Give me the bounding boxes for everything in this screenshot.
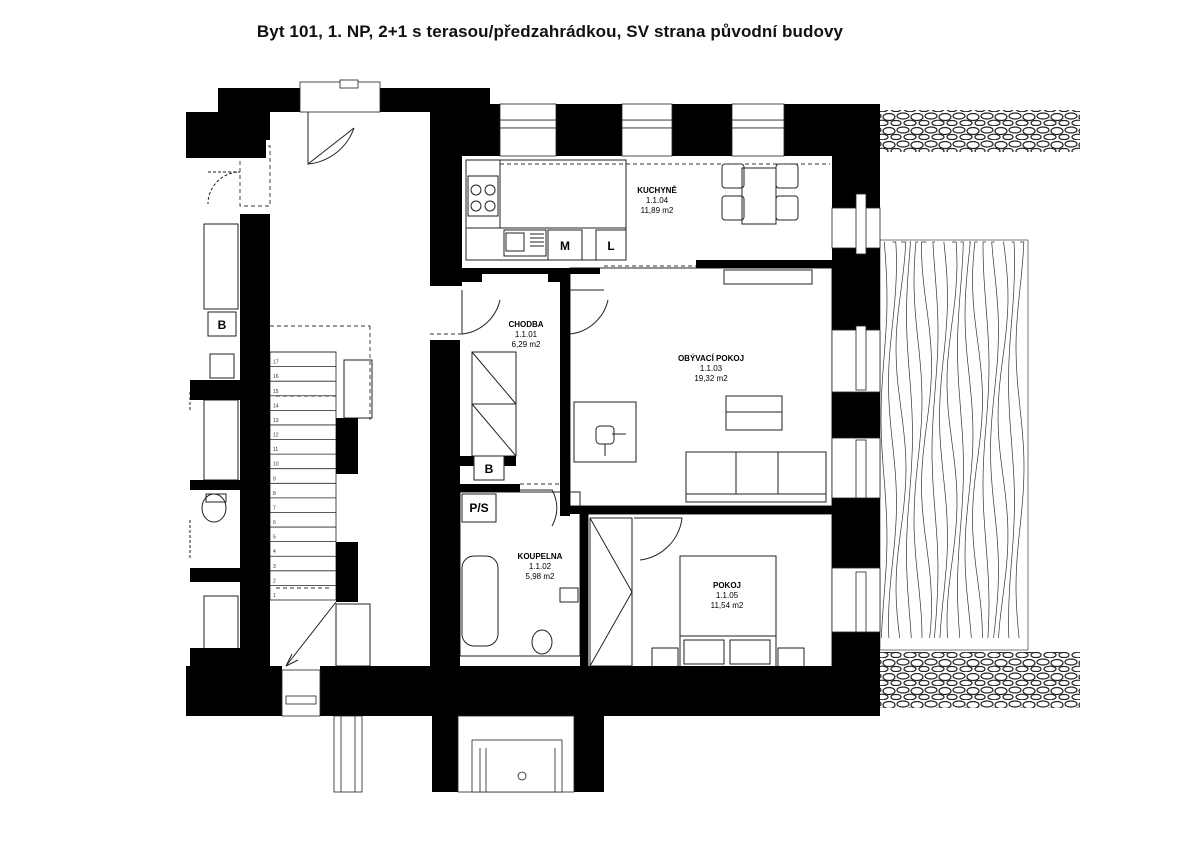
stair-step-number: 2 [273, 578, 276, 584]
wood-grain-line [1008, 241, 1015, 639]
room-code: 1.1.03 [700, 364, 723, 373]
stair-step-number: 11 [273, 447, 278, 453]
room-name: POKOJ [713, 581, 741, 590]
room-area: 19,32 m2 [694, 374, 728, 383]
dashed-outlines [239, 145, 830, 589]
stone-paving-bottom [880, 652, 1080, 708]
room-area: 5,98 m2 [526, 572, 555, 581]
room-code: 1.1.04 [646, 196, 669, 205]
tag-boxes [207, 229, 627, 523]
stair-step-number: 12 [273, 433, 279, 439]
wood-grain-line [906, 241, 913, 639]
door-swings [189, 110, 683, 561]
wood-grain-line [895, 241, 907, 639]
stair-step-number: 6 [273, 520, 276, 526]
stair-step-number: 9 [273, 476, 276, 482]
tag-ps: P/S [469, 501, 488, 515]
room-area: 11,89 m2 [641, 206, 674, 215]
stair-step-number: 16 [273, 374, 279, 380]
lift-details [340, 716, 556, 792]
stair-step-number: 10 [273, 462, 279, 468]
wood-grain-line [888, 241, 897, 639]
room-code: 1.1.05 [716, 591, 739, 600]
stair-step-number: 13 [273, 418, 279, 424]
wood-grain-line [990, 241, 999, 639]
wood-grain-line [1015, 241, 1025, 639]
wood-grain-line [946, 241, 958, 639]
wood-grain-line [982, 241, 990, 639]
wood-grain-line [939, 241, 948, 639]
stair-step-number: 4 [273, 549, 276, 555]
tag-m: M [560, 239, 570, 253]
room-area: 11,54 m2 [711, 601, 744, 610]
room-name: CHODBA [508, 320, 543, 329]
room-chodba: CHODBA 1.1.01 6,29 m2 [508, 320, 543, 349]
stair-outline [269, 351, 337, 601]
plan-title: Byt 101, 1. NP, 2+1 s terasou/předzahrád… [256, 22, 844, 41]
room-obyvaci-pokoj: OBÝVACÍ POKOJ 1.1.03 19,32 m2 [678, 354, 744, 383]
wood-grain-line [880, 241, 888, 639]
room-code: 1.1.02 [529, 562, 552, 571]
office-chair [595, 425, 626, 456]
stair-step-number: 3 [273, 564, 276, 570]
room-name: OBÝVACÍ POKOJ [678, 354, 744, 363]
cooktop [467, 175, 499, 217]
room-name: KOUPELNA [518, 552, 563, 561]
stone-paving-top [880, 110, 1080, 152]
tag-b-stair: B [218, 318, 227, 332]
stair-step-number: 1 [273, 593, 276, 599]
terrace-deck [879, 239, 1029, 651]
stair-step-number: 5 [273, 535, 276, 541]
stair-step-number: 17 [273, 360, 279, 366]
wood-grain-line [997, 241, 1009, 639]
room-code: 1.1.01 [515, 330, 538, 339]
tag-b-hall: B [485, 462, 494, 476]
wood-grain-line [972, 241, 983, 639]
tag-l: L [607, 239, 614, 253]
walls [186, 88, 880, 792]
room-name: KUCHYNĚ [637, 186, 677, 195]
windows [281, 79, 881, 793]
wood-grain-line [964, 241, 974, 639]
stair-step-number: 7 [273, 505, 276, 511]
stair-step-number: 14 [273, 403, 279, 409]
kitchen-sink [503, 229, 547, 257]
stair-step-number: 15 [273, 389, 279, 395]
room-koupelna: KOUPELNA 1.1.02 5,98 m2 [518, 552, 563, 581]
stair-step-number: 8 [273, 491, 276, 497]
wood-grain-line [921, 241, 932, 639]
wood-grain-line [931, 241, 939, 639]
room-kuchyne: KUCHYNĚ 1.1.04 11,89 m2 [637, 186, 677, 215]
room-area: 6,29 m2 [512, 340, 541, 349]
staircase: 17 16 15 14 13 12 11 10 9 8 7 6 5 4 3 2 1 [269, 351, 373, 667]
wood-grain-line [913, 241, 923, 639]
room-pokoj: POKOJ 1.1.05 11,54 m2 [711, 581, 744, 610]
wood-grain-line [957, 241, 964, 639]
